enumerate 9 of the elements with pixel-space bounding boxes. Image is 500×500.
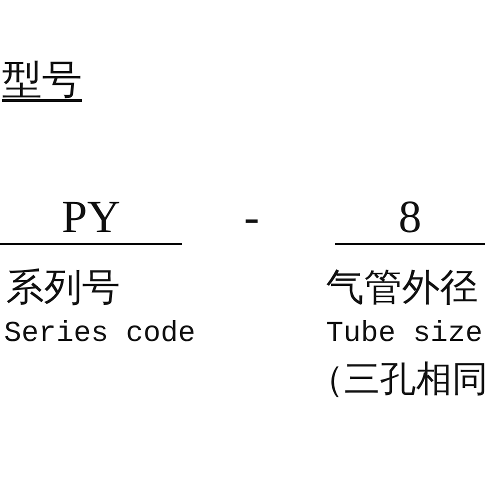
code-text: 8 — [398, 192, 422, 243]
separator-dash: - — [244, 192, 260, 243]
heading: 型号 — [2, 58, 82, 102]
label-text: Tube size — [326, 318, 483, 350]
code-text: PY — [62, 192, 120, 243]
label-text: 系列号 — [6, 268, 120, 310]
label-text: 气管外径 — [326, 268, 478, 310]
label-text: Series code — [4, 318, 196, 350]
note-text: （三孔相同 — [308, 360, 488, 400]
